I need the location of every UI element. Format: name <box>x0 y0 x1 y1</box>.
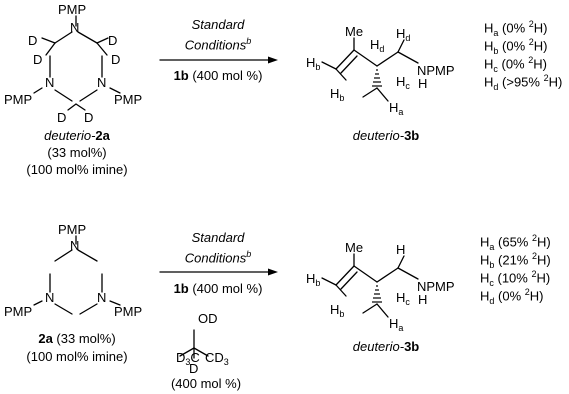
svg-text:D: D <box>57 110 66 125</box>
svg-text:Ha: Ha <box>389 316 403 333</box>
sm-name-top: deuterio-2a <box>44 128 110 143</box>
conditions-line2-top: Conditionsb <box>184 36 252 53</box>
svg-text:D: D <box>189 361 198 376</box>
ring-n-top: N <box>70 20 79 35</box>
reaction-arrow-bottom <box>159 268 278 276</box>
additive-deuterated-isopropanol: OD D3C CD3 D <box>176 311 229 376</box>
product-deuterio-3b-bottom: Hb Hb Me Ha H NPMP Hc H <box>306 240 455 333</box>
result-hc-bottom: Hc (10% 2H) <box>480 269 551 288</box>
svg-text:D: D <box>108 33 117 48</box>
svg-text:D: D <box>111 52 120 67</box>
svg-text:D: D <box>28 33 37 48</box>
svg-text:D3C: D3C <box>176 350 200 367</box>
svg-text:N: N <box>97 290 106 305</box>
svg-text:PMP: PMP <box>4 304 32 319</box>
reagent-top: 1b (400 mol %) <box>173 68 263 83</box>
result-hd-bottom: Hd (0% 2H) <box>480 287 544 306</box>
product-name-bottom: deuterio-3b <box>352 339 420 354</box>
pmp-right: PMP <box>114 92 142 107</box>
svg-text:N: N <box>45 290 54 305</box>
product-deuterio-3b-top: Hb Hb Me Ha Hd Hd NPMP Hc H <box>306 24 455 117</box>
svg-text:H: H <box>418 292 427 307</box>
svg-text:PMP: PMP <box>58 222 86 237</box>
svg-text:CD3: CD3 <box>205 350 229 367</box>
reaction-arrow-top <box>159 56 278 64</box>
svg-text:H: H <box>396 242 405 257</box>
reagent-bottom: 1b (400 mol %) <box>173 281 263 296</box>
svg-text:D: D <box>33 52 42 67</box>
svg-text:PMP: PMP <box>114 304 142 319</box>
result-hd-top: Hd (>95% 2H) <box>484 73 563 92</box>
sm-name-bottom: 2a (33 mol%) <box>38 331 116 346</box>
svg-text:Hc: Hc <box>396 290 410 307</box>
sm-imine-bottom: (100 mol% imine) <box>26 349 128 364</box>
svg-text:D: D <box>84 110 93 125</box>
conditions-line1-top: Standard <box>191 17 245 32</box>
svg-text:Hc: Hc <box>396 74 410 91</box>
svg-text:Hd: Hd <box>396 26 410 43</box>
svg-text:Me: Me <box>345 24 363 39</box>
pmp-top: PMP <box>58 2 86 17</box>
result-hb-top: Hb (0% 2H) <box>484 37 548 56</box>
conditions-line1-bottom: Standard <box>191 230 245 245</box>
svg-text:Hb: Hb <box>306 55 320 72</box>
sm-loading-top: (33 mol%) <box>47 145 107 160</box>
svg-text:Hb: Hb <box>330 86 344 103</box>
svg-text:H: H <box>418 76 427 91</box>
result-ha-top: Ha (0% 2H) <box>484 19 548 38</box>
svg-text:NPMP: NPMP <box>417 279 455 294</box>
svg-text:Hd: Hd <box>370 37 384 54</box>
result-hb-bottom: Hb (21% 2H) <box>480 251 551 270</box>
starting-material-deuterio-2a: N N N PMP PMP PMP D D D D D D <box>4 2 142 125</box>
result-hc-top: Hc (0% 2H) <box>484 55 547 74</box>
svg-text:Hb: Hb <box>306 271 320 288</box>
sm-imine-top: (100 mol% imine) <box>26 162 128 177</box>
ring-n-right: N <box>97 75 106 90</box>
conditions-line2-bottom: Conditionsb <box>184 249 252 266</box>
product-name-top: deuterio-3b <box>352 128 420 143</box>
svg-text:OD: OD <box>198 311 218 326</box>
svg-text:NPMP: NPMP <box>417 63 455 78</box>
additive-loading: (400 mol %) <box>170 376 242 391</box>
svg-text:N: N <box>70 238 79 253</box>
starting-material-2a: N N N PMP PMP PMP <box>4 222 142 319</box>
pmp-left: PMP <box>4 92 32 107</box>
svg-text:Ha: Ha <box>389 100 403 117</box>
svg-text:Me: Me <box>345 240 363 255</box>
result-ha-bottom: Ha (65% 2H) <box>480 233 551 252</box>
svg-text:Hb: Hb <box>330 302 344 319</box>
ring-n-left: N <box>45 75 54 90</box>
